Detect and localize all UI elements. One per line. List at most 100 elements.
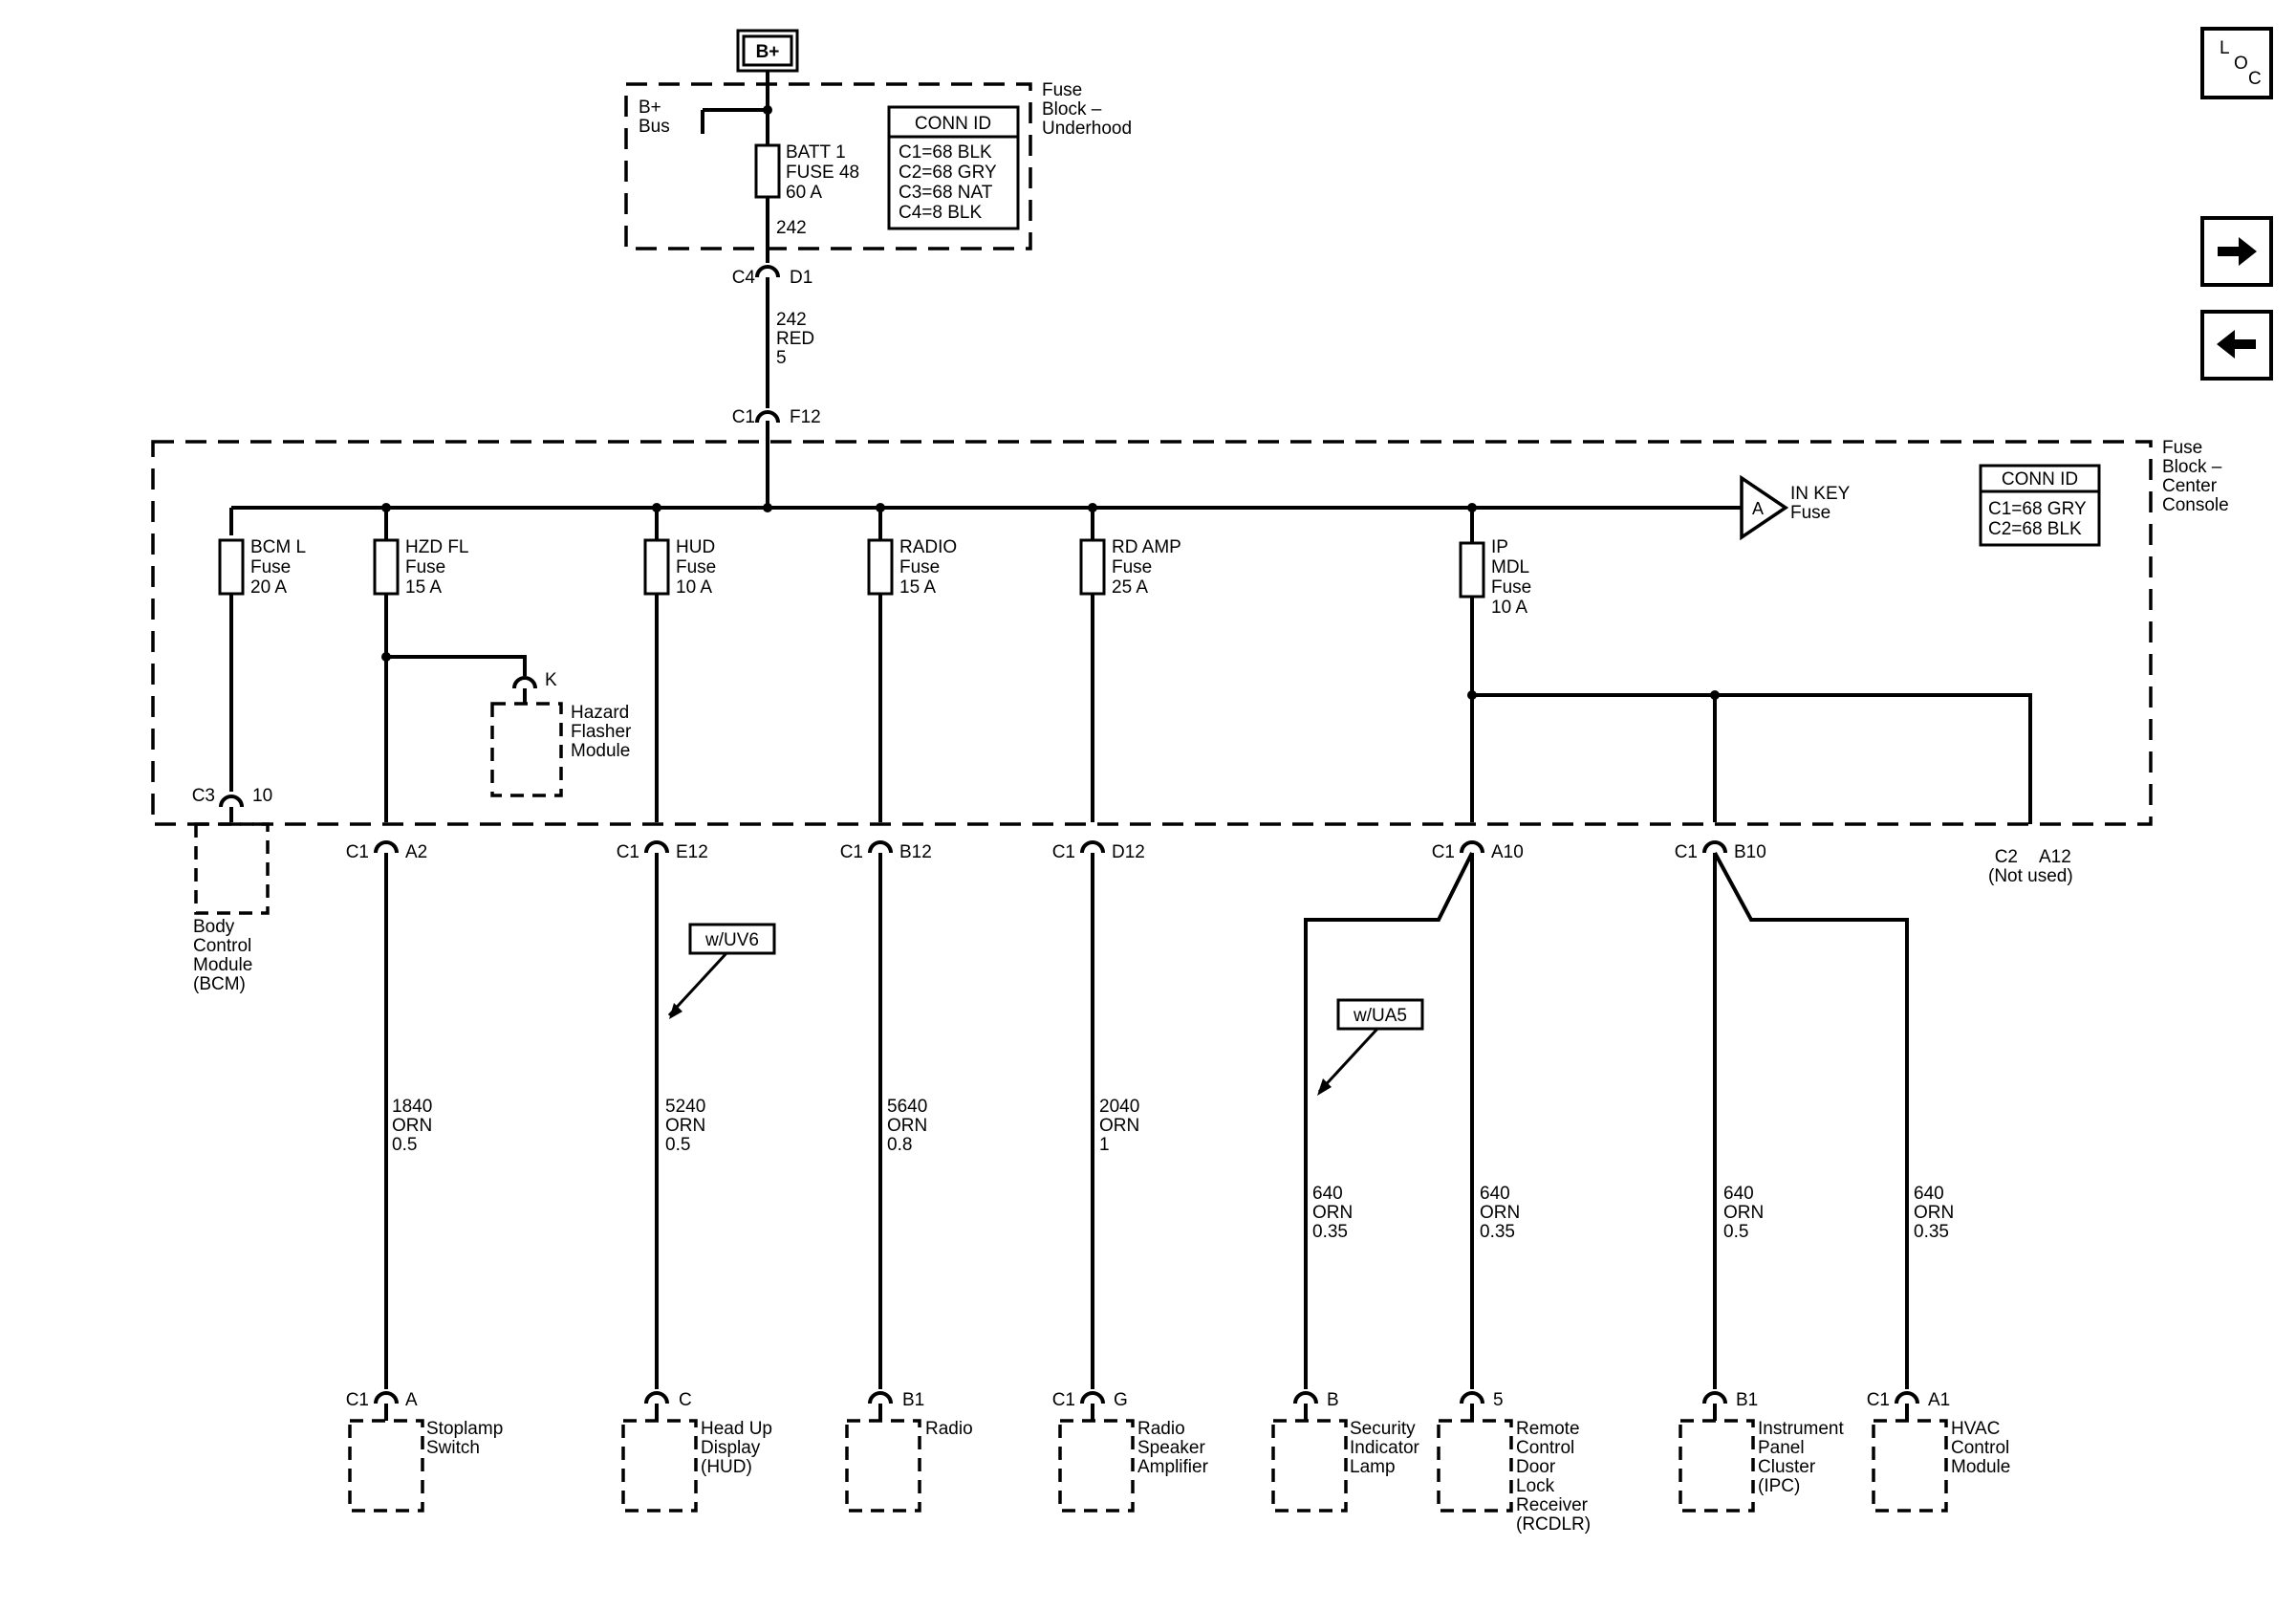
wire-runs: [384, 852, 1909, 1389]
underhood-block-outline: [624, 82, 1032, 250]
center-block-name: Fuse Block – Center Console: [2162, 438, 2229, 515]
svg-text:E12: E12: [676, 842, 708, 862]
b-plus-bus-label: B+ Bus: [639, 98, 670, 137]
bus-splice: [763, 105, 772, 115]
svg-text:C1: C1: [346, 1390, 369, 1410]
offpage-connector-a[interactable]: A: [1740, 474, 1789, 541]
svg-text:A: A: [405, 1390, 418, 1410]
svg-text:C1: C1: [1052, 1390, 1075, 1410]
underhood-conn-id-box: [887, 105, 1020, 230]
connector-c1-f12: C1 F12: [732, 407, 821, 427]
svg-text:(Not used): (Not used): [1988, 866, 2073, 886]
svg-text:C1: C1: [1432, 842, 1455, 862]
svg-text:L: L: [2220, 38, 2230, 58]
svg-text:Radio: Radio: [925, 1419, 973, 1439]
svg-text:C2: C2: [1995, 847, 2018, 867]
out-connector-a2: C1 A2: [346, 840, 427, 862]
svg-text:A1: A1: [1928, 1390, 1950, 1410]
svg-text:B: B: [1327, 1390, 1339, 1410]
conn-id-title: CONN ID: [915, 114, 991, 134]
prev-page-button[interactable]: [2200, 310, 2273, 381]
svg-text:C: C: [679, 1390, 692, 1410]
svg-text:C3: C3: [192, 786, 215, 806]
svg-text:O: O: [2234, 54, 2248, 74]
underhood-fuse-block: B+ B+ Bus BATT 1 FUSE 48 60 A 242 CONN I…: [624, 29, 1132, 263]
center-console-fuse-block: Fuse Block – Center Console CONN ID C1=6…: [151, 421, 2229, 826]
arrow-left-icon: [2217, 330, 2256, 359]
svg-text:w/UV6: w/UV6: [704, 930, 759, 950]
svg-text:5: 5: [1493, 1390, 1504, 1410]
svg-text:D12: D12: [1112, 842, 1145, 862]
svg-text:G: G: [1114, 1390, 1128, 1410]
underhood-block-name: Fuse Block – Underhood: [1042, 80, 1132, 139]
next-page-button[interactable]: [2200, 216, 2273, 287]
connector-c4-d1: C4 D1: [732, 265, 812, 288]
svg-text:A10: A10: [1491, 842, 1524, 862]
center-block-outline: [151, 440, 2153, 826]
svg-text:C1: C1: [346, 842, 369, 862]
option-w-ua5: w/UA5: [1317, 998, 1424, 1096]
arrow-right-icon: [2218, 237, 2257, 266]
svg-text:B10: B10: [1734, 842, 1766, 862]
out-connector-b12: C1 B12: [840, 840, 932, 862]
svg-text:B12: B12: [899, 842, 932, 862]
svg-text:B1: B1: [902, 1390, 924, 1410]
svg-text:C1: C1: [1052, 842, 1075, 862]
svg-text:K: K: [545, 670, 557, 690]
svg-text:F12: F12: [790, 407, 821, 427]
out-connector-c2-a12: C2 A12 (Not used): [1988, 847, 2073, 886]
svg-text:C1: C1: [1867, 1390, 1890, 1410]
out-connector-d12: C1 D12: [1052, 840, 1145, 862]
center-bus-bar: [231, 421, 1746, 510]
feed-wire-label: 242 RED 5: [776, 310, 819, 368]
batt1-fuse-label: BATT 1 FUSE 48 60 A: [786, 142, 864, 203]
radio: B1 Radio: [845, 1390, 973, 1513]
svg-text:w/UA5: w/UA5: [1353, 1006, 1407, 1026]
option-w-uv6: w/UV6: [667, 923, 776, 1019]
circuit-242-label: 242: [776, 218, 807, 238]
b-plus-label: B+: [756, 42, 780, 62]
svg-text:C1: C1: [840, 842, 863, 862]
batt1-fuse-48: [754, 143, 781, 199]
svg-text:C: C: [2248, 69, 2262, 89]
svg-text:10: 10: [252, 786, 272, 806]
svg-text:A2: A2: [405, 842, 427, 862]
ip-mdl-splice-branch: [1467, 690, 2032, 824]
b-plus-bus-wire: [701, 108, 768, 134]
out-connector-e12: C1 E12: [617, 840, 708, 862]
loc-button[interactable]: L O C: [2200, 27, 2273, 99]
